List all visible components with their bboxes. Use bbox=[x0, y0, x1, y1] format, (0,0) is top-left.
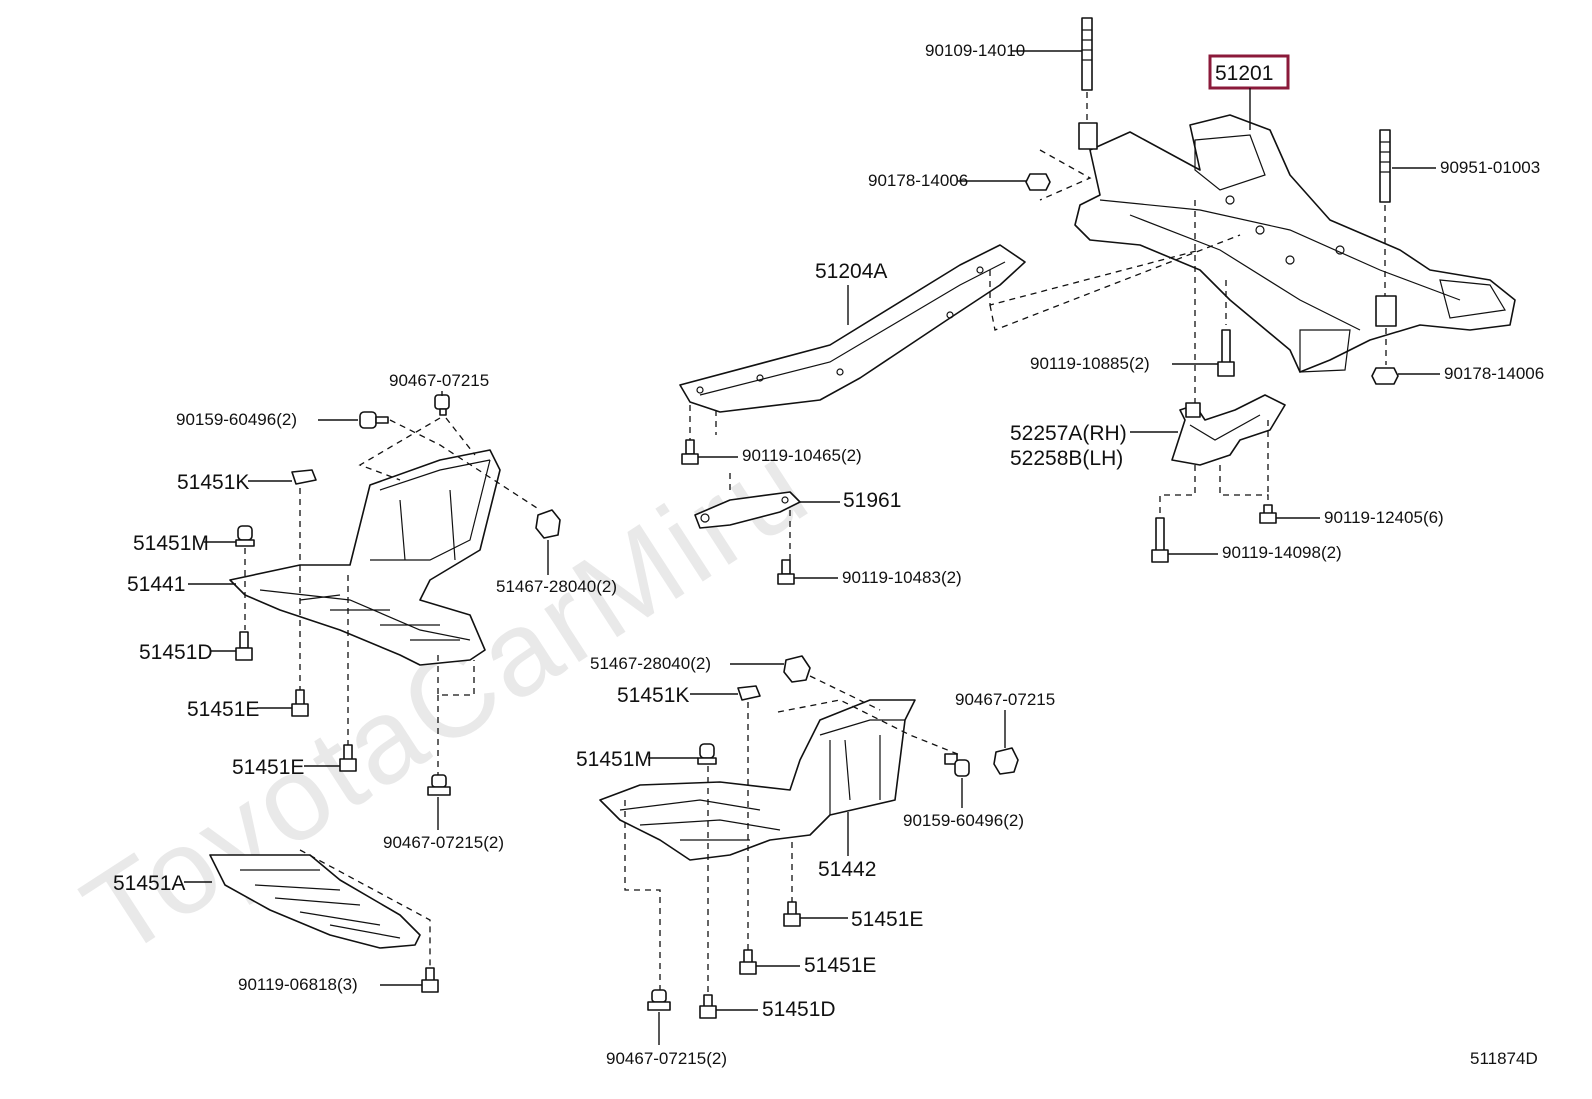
label-51451M-center[interactable]: 51451M bbox=[576, 748, 652, 771]
brace-51204A-drawing[interactable] bbox=[679, 244, 1026, 413]
label-90178-14006-upper[interactable]: 90178-14006 bbox=[868, 171, 968, 190]
bolt-51451E-left-upper[interactable] bbox=[291, 689, 309, 717]
label-51451K-center[interactable]: 51451K bbox=[617, 684, 689, 707]
bracket-52257A-52258B-drawing[interactable] bbox=[1171, 394, 1286, 466]
bolt-51451D-left[interactable] bbox=[235, 631, 253, 661]
clip-51451M-left[interactable] bbox=[235, 525, 255, 547]
label-90119-10483[interactable]: 90119-10483(2) bbox=[842, 568, 962, 587]
label-51451K-left[interactable]: 51451K bbox=[177, 471, 249, 494]
label-51441[interactable]: 51441 bbox=[127, 573, 185, 596]
highlight-box-51201 bbox=[1208, 54, 1290, 90]
crossmember-51201-drawing[interactable] bbox=[1074, 114, 1516, 373]
label-51451A[interactable]: 51451A bbox=[113, 872, 185, 895]
clip-90467-07215-right[interactable] bbox=[993, 747, 1019, 775]
nut-90178-14006-upper[interactable] bbox=[1025, 173, 1051, 191]
label-51467-28040-center[interactable]: 51467-28040(2) bbox=[590, 654, 711, 673]
clip-51467-28040-left[interactable] bbox=[535, 509, 561, 539]
label-90119-12405[interactable]: 90119-12405(6) bbox=[1324, 508, 1444, 527]
label-90467-07215-upper[interactable]: 90467-07215 bbox=[389, 371, 489, 390]
clip-90467-07215-upper[interactable] bbox=[434, 394, 450, 416]
label-51451E-center-lower[interactable]: 51451E bbox=[804, 954, 876, 977]
clip-51451M-center[interactable] bbox=[697, 743, 717, 765]
label-51451M-left[interactable]: 51451M bbox=[133, 532, 209, 555]
label-52257A[interactable]: 52257A(RH) bbox=[1010, 422, 1127, 445]
plate-51451A-drawing[interactable] bbox=[209, 854, 421, 949]
bolt-51451E-center-lower[interactable] bbox=[739, 949, 757, 975]
bushing-top-left bbox=[1078, 122, 1098, 150]
label-90159-60496-upper[interactable]: 90159-60496(2) bbox=[176, 410, 297, 429]
label-51204A[interactable]: 51204A bbox=[815, 260, 887, 283]
label-90119-10465[interactable]: 90119-10465(2) bbox=[742, 446, 862, 465]
bolt-51451E-center-upper[interactable] bbox=[783, 901, 801, 927]
label-90109-14010[interactable]: 90109-14010 bbox=[925, 41, 1025, 60]
bolt-90119-10885[interactable] bbox=[1217, 329, 1235, 377]
label-90467-07215-right[interactable]: 90467-07215 bbox=[955, 690, 1055, 709]
bolt-90159-60496-center[interactable] bbox=[944, 753, 970, 777]
cover-51442-drawing[interactable] bbox=[599, 699, 916, 861]
clip-90467-07215-center-pair[interactable] bbox=[647, 989, 671, 1011]
nut-51451K-center[interactable] bbox=[737, 685, 761, 701]
bolt-90159-60496-upper[interactable] bbox=[359, 411, 389, 429]
clip-90467-07215-left-pair[interactable] bbox=[427, 774, 451, 796]
nut-51451K-left[interactable] bbox=[291, 469, 317, 485]
nut-90178-14006-lower[interactable] bbox=[1371, 367, 1399, 385]
label-90467-07215-left-pair[interactable]: 90467-07215(2) bbox=[383, 833, 504, 852]
label-90119-10885[interactable]: 90119-10885(2) bbox=[1030, 354, 1150, 373]
label-51201[interactable]: 51201 bbox=[1215, 62, 1273, 85]
bushing-right bbox=[1375, 295, 1397, 327]
label-52258B[interactable]: 52258B(LH) bbox=[1010, 447, 1123, 470]
label-51451D-left[interactable]: 51451D bbox=[139, 641, 213, 664]
label-90119-14098[interactable]: 90119-14098(2) bbox=[1222, 543, 1342, 562]
clip-51467-28040-center[interactable] bbox=[783, 655, 811, 683]
cover-51441-drawing[interactable] bbox=[229, 449, 501, 666]
stud-90109-14010[interactable] bbox=[1081, 17, 1093, 91]
label-90178-14006-lower[interactable]: 90178-14006 bbox=[1444, 364, 1544, 383]
bolt-51451E-left-lower[interactable] bbox=[339, 744, 357, 772]
label-51451E-left-lower[interactable]: 51451E bbox=[232, 756, 304, 779]
label-51442[interactable]: 51442 bbox=[818, 858, 876, 881]
label-51451D-center[interactable]: 51451D bbox=[762, 998, 836, 1021]
bolt-90119-10465[interactable] bbox=[681, 439, 699, 465]
label-90951-01003[interactable]: 90951-01003 bbox=[1440, 158, 1540, 177]
label-51467-28040-left[interactable]: 51467-28040(2) bbox=[496, 577, 617, 596]
bolt-90119-12405[interactable] bbox=[1259, 504, 1277, 524]
bolt-90119-06818[interactable] bbox=[421, 967, 439, 993]
stud-90951-01003[interactable] bbox=[1379, 129, 1391, 203]
bolt-90119-14098[interactable] bbox=[1151, 517, 1169, 563]
plate-51961-drawing[interactable] bbox=[694, 491, 801, 529]
label-51961[interactable]: 51961 bbox=[843, 489, 901, 512]
label-51451E-left-upper[interactable]: 51451E bbox=[187, 698, 259, 721]
bolt-51451D-center[interactable] bbox=[699, 994, 717, 1019]
label-51451E-center-upper[interactable]: 51451E bbox=[851, 908, 923, 931]
diagram-code: 511874D bbox=[1470, 1049, 1538, 1068]
label-90159-60496-center[interactable]: 90159-60496(2) bbox=[903, 811, 1024, 830]
label-90467-07215-center-pair[interactable]: 90467-07215(2) bbox=[606, 1049, 727, 1068]
bolt-90119-10483[interactable] bbox=[777, 559, 795, 585]
label-90119-06818[interactable]: 90119-06818(3) bbox=[238, 975, 358, 994]
